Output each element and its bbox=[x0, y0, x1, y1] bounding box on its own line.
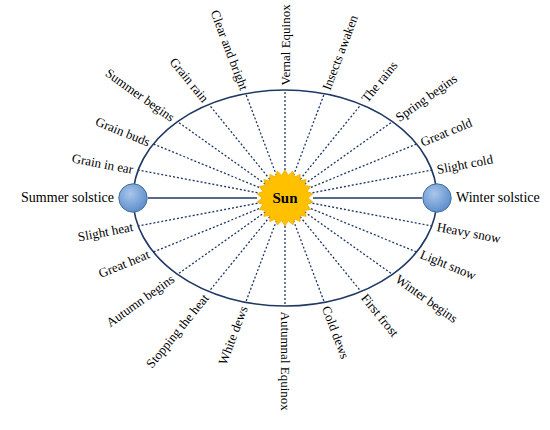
solar-term-label: Summer begins bbox=[104, 66, 178, 124]
node-text-group: Summer solstice bbox=[21, 190, 114, 206]
solstice-axis bbox=[313, 197, 422, 199]
solstice-planet: Winter solstice bbox=[422, 183, 452, 213]
solar-term-label: Insects awaken bbox=[320, 13, 360, 92]
solstice-label: Winter solstice bbox=[456, 190, 540, 206]
solar-term-label: Spring begins bbox=[393, 72, 459, 124]
node-text-group: Sun bbox=[257, 170, 313, 226]
solar-term-label: The rains bbox=[359, 59, 400, 105]
planet-shape bbox=[422, 183, 452, 213]
solar-term-label: First frost bbox=[359, 291, 401, 339]
solar-term-label: Winter begins bbox=[393, 272, 460, 325]
node-text-group: Winter solstice bbox=[456, 190, 540, 206]
planet-circle bbox=[119, 184, 147, 212]
solar-term-label: Slight cold bbox=[436, 152, 494, 175]
solar-term-label: Light snow bbox=[419, 248, 478, 282]
solstice-planet: Summer solstice bbox=[118, 183, 148, 213]
solar-term-label: Grain rain bbox=[167, 55, 211, 104]
solar-term-label: Heavy snow bbox=[436, 220, 502, 245]
sun-node: Sun bbox=[257, 170, 313, 226]
solar-term-label: Grain in ear bbox=[71, 151, 134, 175]
solar-term-label: Stopping the heat bbox=[143, 291, 210, 370]
solar-term-label: Cold dews bbox=[320, 305, 352, 361]
earth-orbit bbox=[133, 90, 437, 306]
sun-rays bbox=[257, 170, 312, 226]
solar-term-label: Grain buds bbox=[94, 114, 152, 148]
planet-circle bbox=[423, 184, 451, 212]
solar-term-label: White dews bbox=[216, 305, 250, 367]
solar-term-label: Great cold bbox=[419, 115, 474, 148]
solar-term-label: Vernal Equinox bbox=[279, 4, 292, 85]
solar-term-label: Slight heat bbox=[77, 220, 134, 243]
division-lines bbox=[138, 90, 432, 306]
solar-term-label: Autumnal Equinox bbox=[279, 311, 292, 410]
sun-label: Sun bbox=[272, 190, 297, 207]
solstice-axis bbox=[148, 197, 257, 199]
solar-term-label: Clear and bright bbox=[208, 8, 250, 92]
solstice-label: Summer solstice bbox=[21, 190, 114, 206]
solar-term-label: Autumn begins bbox=[104, 272, 177, 329]
solar-term-label: Great heat bbox=[96, 248, 151, 280]
planet-shape bbox=[118, 183, 148, 213]
